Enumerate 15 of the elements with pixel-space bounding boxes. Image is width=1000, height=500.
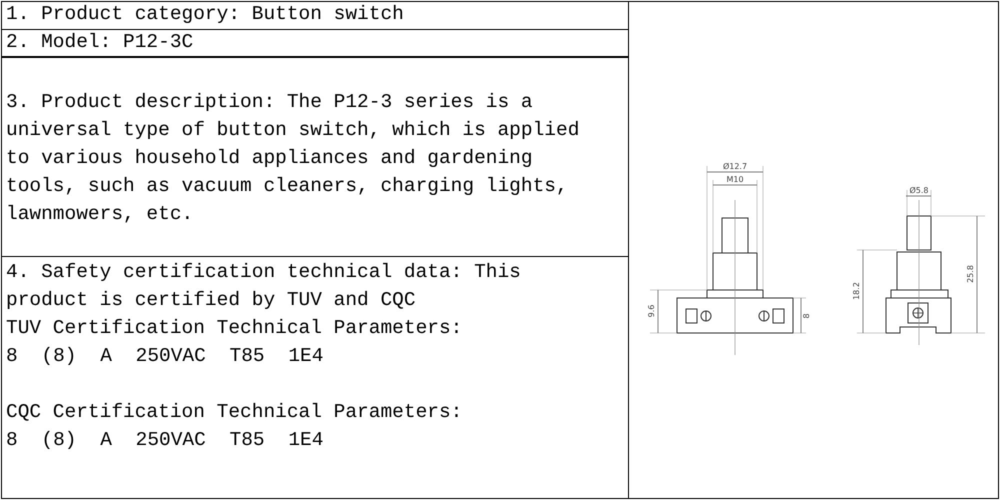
dimension-label: Ø12.7 [722, 162, 748, 171]
dimension-label: M10 [726, 175, 744, 184]
table-text: 2. Model: P12-3C [6, 30, 194, 55]
dimension-label: 8 [802, 313, 811, 319]
dimension-label: 9.6 [647, 304, 656, 318]
parameter-text: 8 (8) A 250VAC T85 1E4 [6, 344, 324, 369]
heading-text: CQC Certification Technical Parameters: [6, 400, 464, 425]
parameter-text: 8 (8) A 250VAC T85 1E4 [6, 428, 324, 453]
description-text: 4. Safety certification technical data: This product is certified by TUV and CQC [6, 260, 522, 313]
dimension-label: 18.2 [852, 282, 861, 300]
dimension-label: Ø5.8 [909, 186, 929, 195]
heading-text: TUV Certification Technical Parameters: [6, 316, 464, 341]
description-text: 3. Product description: The P12-3 series is a universal type of button switch, which is applied to various household appliances and gardening tools, such as vacuum cleaners, charging lights, lawnmowers, etc. [6, 90, 580, 227]
table-text: 1. Product category: Button switch [6, 2, 405, 27]
dimension-label: 25.8 [966, 265, 975, 283]
